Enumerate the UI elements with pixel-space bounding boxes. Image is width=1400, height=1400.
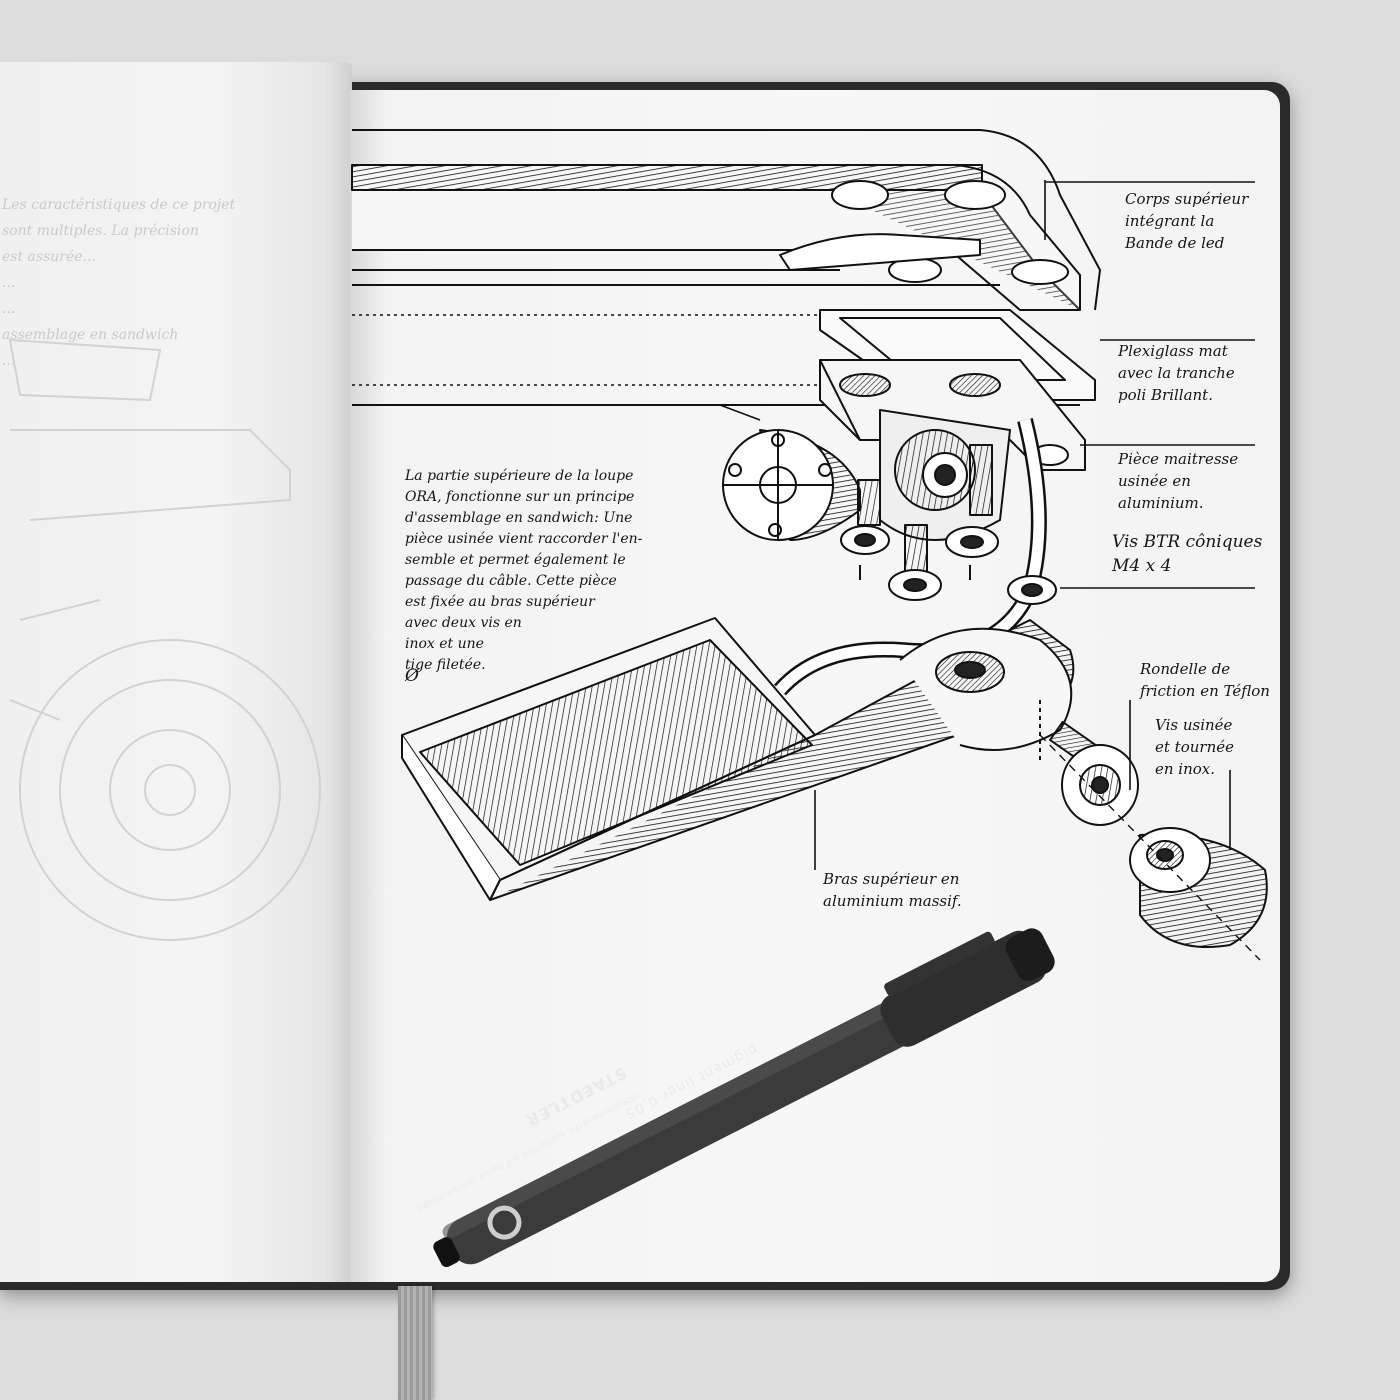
- diameter-symbol: Ø: [405, 666, 419, 686]
- upper-arm: [401, 617, 1075, 901]
- threaded-rod-assembly: [1039, 720, 1268, 961]
- upper-body-part: [351, 129, 1101, 311]
- left-knob: [722, 429, 861, 541]
- label-machined-screw: Vis usinée et tournée en inox.: [1155, 716, 1234, 778]
- left-page-faint-text: Les caractéristiques de ce projet sont m…: [2, 197, 236, 369]
- label-btr-screws: Vis BTR côniques M4 x 4: [1112, 532, 1263, 576]
- label-plexiglass: Plexiglass mat avec la tranche poli Bril…: [1118, 342, 1235, 404]
- label-upper-arm: Bras supérieur en aluminium massif.: [823, 870, 962, 910]
- label-upper-body: Corps supérieur intégrant la Bande de le…: [1125, 190, 1249, 252]
- description-paragraph: La partie supérieure de la loupe ORA, fo…: [405, 468, 643, 673]
- label-master-piece: Pièce maitresse usinée en aluminium.: [1118, 450, 1239, 512]
- label-friction-washer: Rondelle de friction en Téflon: [1140, 660, 1270, 700]
- bookmark-ribbon: [398, 1286, 432, 1400]
- leader-lines: [719, 180, 1255, 870]
- left-page: Les caractéristiques de ce projet sont m…: [0, 62, 352, 1282]
- btr-screws: [840, 444, 1057, 605]
